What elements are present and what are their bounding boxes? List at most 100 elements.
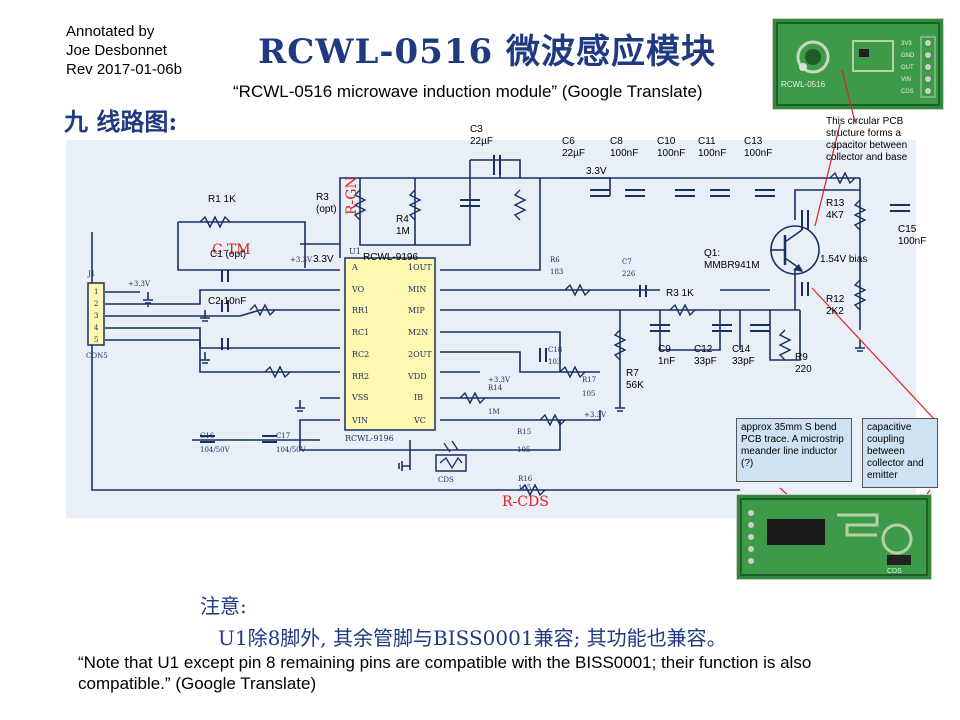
label-r13: R13 4K7 — [826, 198, 845, 221]
label-3v3-u1: 3.3V — [313, 254, 334, 265]
label-r-gn: R-GN — [344, 176, 360, 215]
res-r14-ref: R14 — [488, 384, 503, 392]
res-r17-value: 105 — [582, 390, 595, 398]
label-c9: C9 1nF — [658, 344, 676, 367]
capacitor-c1 — [221, 270, 229, 282]
chip-u1-name: U1 — [349, 247, 361, 256]
capacitor-c16 — [200, 435, 215, 443]
cap-c7-ref: C7 — [622, 258, 632, 266]
res-r15-value: 105 — [517, 446, 530, 454]
note-cn-line-2: U1除8脚外, 其余管脚与BISS0001兼容; 其功能也兼容。 — [218, 626, 727, 650]
supply-label-b: +3.3V — [290, 256, 313, 264]
pin-right-1: 1OUT — [408, 263, 432, 272]
chip-u1 — [344, 257, 436, 431]
resistor-r9 — [778, 329, 792, 361]
resistor-r14 — [459, 391, 486, 405]
res-r6-ref: R6 — [550, 256, 560, 264]
pin-right-8: VC — [413, 416, 426, 425]
res-r14-value: 1M — [488, 408, 500, 416]
label-r3-1k: R3 1K — [666, 288, 694, 299]
ground-symbols — [143, 292, 865, 471]
capacitor-pcb-ce — [801, 282, 809, 296]
capacitor-c18 — [539, 348, 547, 362]
page-title: RCWL-0516 微波感应模块 — [258, 32, 716, 72]
board-photo-bottom: CDS — [736, 494, 932, 580]
capacitor-c15 — [890, 204, 910, 212]
cap-c16-value: 104/50V — [200, 446, 231, 454]
svg-text:3V3: 3V3 — [901, 41, 912, 47]
connector-pin-2: 2 — [94, 300, 98, 308]
annotation-meander-box: approx 35mm S bend PCB trace. A microstr… — [736, 418, 852, 482]
supply-label-a: +3.3V — [128, 280, 151, 288]
cap-c18-value: 103 — [548, 358, 561, 366]
resistor-r13-left — [264, 365, 291, 379]
transistor-q1 — [770, 225, 820, 275]
label-3v3-top: 3.3V — [586, 166, 607, 177]
cap-c18-ref: C18 — [548, 346, 562, 354]
capacitor-c12 — [712, 324, 732, 332]
label-c1: C1 (opt) — [210, 249, 247, 260]
resistor-r3 — [353, 189, 367, 221]
connector-pin-3: 3 — [94, 312, 98, 320]
label-c14: C14 33pF — [732, 344, 755, 367]
board-ic — [767, 519, 825, 545]
resistor-r10 — [829, 171, 856, 185]
label-r4: R4 1M — [396, 214, 410, 237]
pin-left-8: VIN — [351, 416, 368, 425]
board-top-pins: 3V3 GND OUT VIN CDS — [901, 36, 936, 98]
res-r17-ref: R17 — [582, 376, 596, 384]
label-c12: C12 33pF — [694, 344, 717, 367]
label-pcb-capacitor: This circular PCB structure forms a capa… — [826, 116, 908, 163]
capacitor-c7 — [639, 285, 647, 297]
cds-ref: CDS — [438, 476, 454, 484]
annotation-coupling-box: capacitive coupling between collector an… — [862, 418, 938, 488]
resistor-r15 — [539, 413, 566, 427]
svg-text:GND: GND — [901, 53, 915, 59]
label-r7: R7 56K — [626, 368, 644, 391]
label-r12: R12 2K2 — [826, 294, 845, 317]
resistor-r7 — [613, 329, 627, 361]
supply-label-d: +3.3V — [584, 411, 607, 419]
pin-right-5: 2OUT — [408, 350, 432, 359]
capacitor-c6 — [590, 189, 610, 197]
label-rcwl-9196: RCWL-9196 — [363, 252, 419, 263]
label-r-cds: R-CDS — [502, 494, 549, 510]
capacitor-c9 — [650, 324, 670, 332]
label-c2: C2 10nF — [208, 296, 247, 307]
label-q1: Q1: MMBR941M — [704, 248, 760, 271]
pin-left-7: VSS — [351, 393, 369, 402]
board-photo-top: RCWL-0516 3V3 GND OUT VIN CDS — [772, 18, 944, 110]
note-cn-line-1: 注意: — [200, 594, 247, 618]
cds-photoresistor — [435, 440, 467, 472]
capacitor-c8 — [625, 189, 645, 197]
cap-c17-value: 104/50V — [276, 446, 307, 454]
capacitor-c10 — [675, 189, 695, 197]
note-translation: “Note that U1 except pin 8 remaining pin… — [78, 653, 812, 693]
label-c15: C15 100nF — [898, 224, 927, 247]
connector-name: CON5 — [86, 352, 108, 360]
title-translation: “RCWL-0516 microwave induction module” (… — [233, 82, 703, 101]
pin-right-6: VDD — [407, 372, 427, 381]
connector-ref: J1 — [87, 270, 95, 278]
pin-right-4: M2N — [408, 328, 428, 337]
capacitor-c14 — [750, 324, 770, 332]
label-c10: C10 100nF — [657, 136, 686, 159]
pin-left-3: RR1 — [352, 306, 369, 315]
board-top-label: RCWL-0516 — [781, 80, 826, 89]
svg-text:CDS: CDS — [901, 89, 914, 95]
svg-text:VIN: VIN — [901, 77, 911, 83]
pin-left-1: A — [351, 263, 358, 272]
note-chinese: 注意: U1除8脚外, 其余管脚与BISS0001兼容; 其功能也兼容。 — [200, 590, 727, 654]
res-r15-ref: R15 — [517, 428, 531, 436]
connector-pin-4: 4 — [94, 324, 99, 332]
capacitor-c3 — [493, 155, 501, 175]
res-r16-ref: R16 — [518, 475, 533, 483]
label-c3: C3 22µF — [470, 124, 493, 147]
resistor-r1 — [199, 215, 231, 229]
resistor-r5 — [513, 189, 527, 221]
connector-pin-5: 5 — [94, 336, 98, 344]
connector-pin-1: 1 — [94, 288, 98, 296]
label-r1: R1 1K — [208, 194, 236, 205]
resistor-r17 — [559, 365, 586, 379]
pin-left-2: VO — [351, 285, 365, 294]
